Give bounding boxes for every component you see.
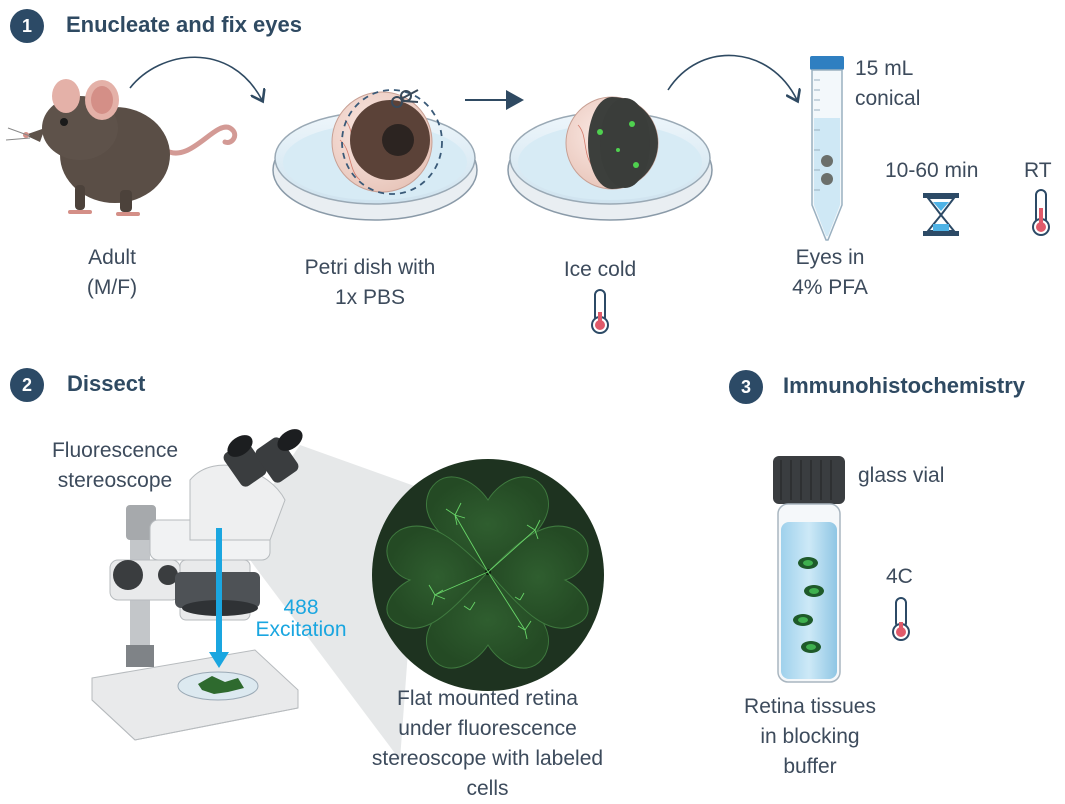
- conical-tube-icon: [810, 56, 844, 240]
- mouse-label: Adult (M/F): [62, 243, 162, 303]
- glass-vial-label: glass vial: [858, 461, 944, 491]
- retina-icon: [372, 459, 604, 691]
- thermometer-icon: [893, 598, 909, 640]
- petri-dish-label: Petri dish with 1x PBS: [280, 253, 460, 313]
- excitation-label: 488 Excitation: [236, 597, 366, 641]
- ice-cold-label: Ice cold: [540, 255, 660, 285]
- thermometer-icon: [592, 290, 608, 333]
- thermometer-icon: [1033, 190, 1049, 235]
- storage-temp-label: 4C: [886, 562, 913, 592]
- eyes-in-pfa-label: Eyes in 4% PFA: [770, 243, 890, 303]
- time-label: 10-60 min: [885, 156, 978, 186]
- stereoscope-label: Fluorescence stereoscope: [30, 436, 200, 496]
- retina-tissue-label: Retina tissues in blocking buffer: [720, 692, 900, 782]
- room-temp-label: RT: [1024, 156, 1052, 186]
- retina-caption: Flat mounted retina under fluorescence s…: [335, 684, 640, 804]
- conical-tube-label: 15 mL conical: [855, 54, 920, 114]
- eye-icon: [566, 97, 658, 189]
- mouse-icon: [6, 79, 235, 214]
- hourglass-icon: [923, 193, 959, 236]
- glass-vial-icon: [773, 456, 845, 682]
